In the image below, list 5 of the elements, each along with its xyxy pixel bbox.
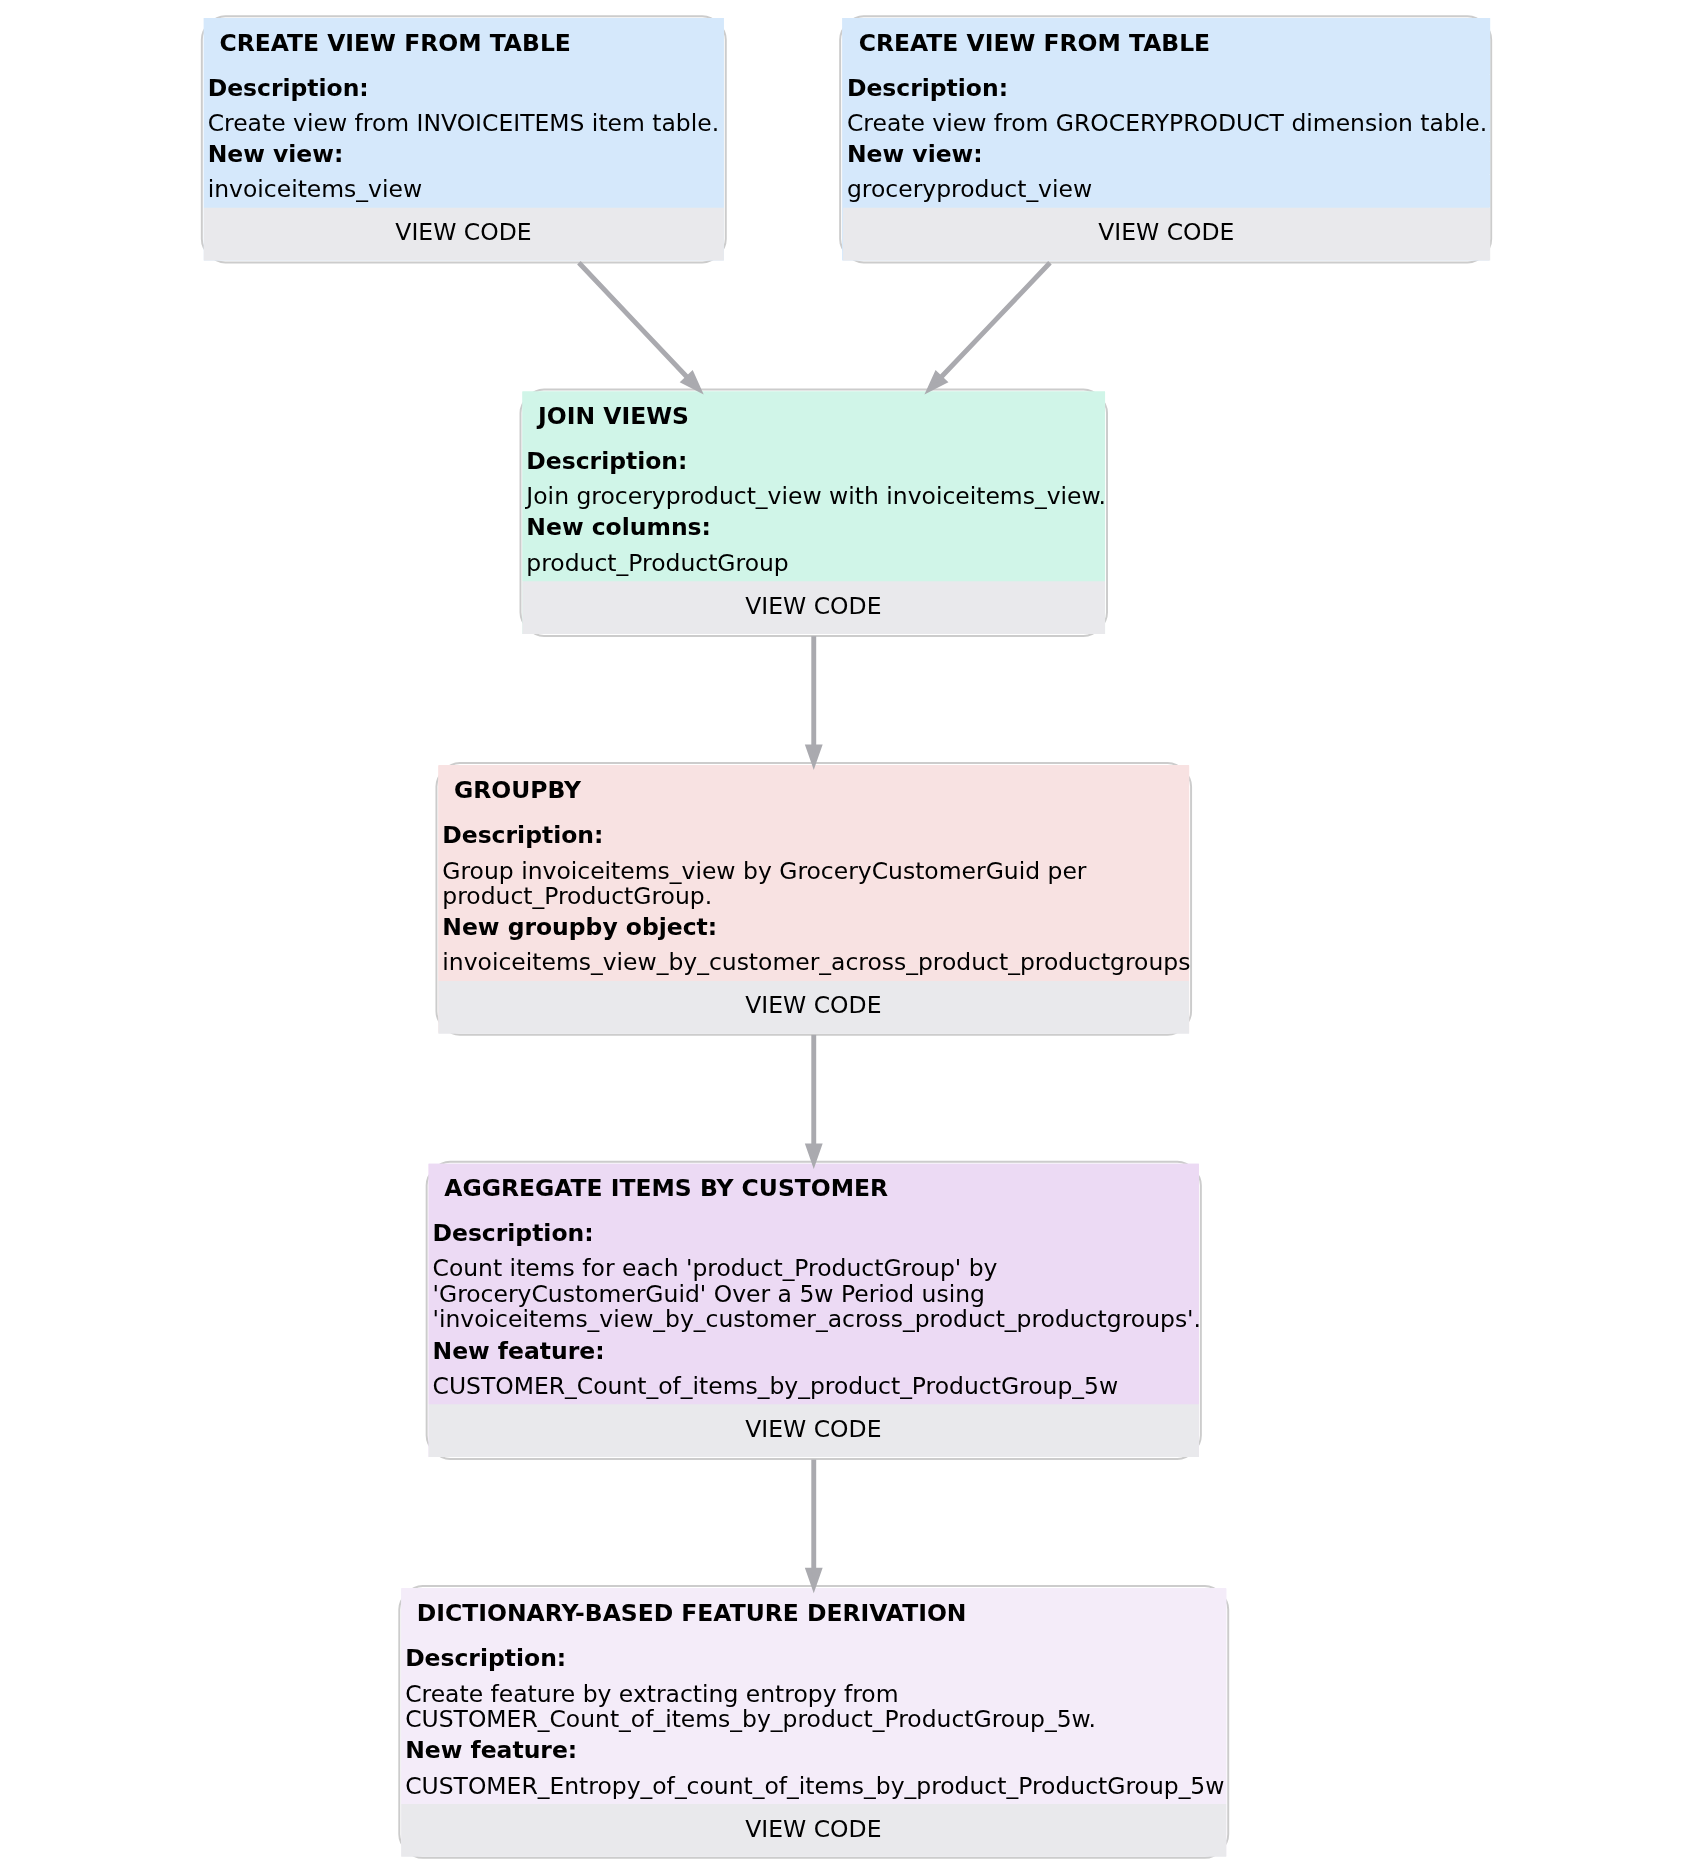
arrow — [576, 261, 704, 395]
arrow — [804, 1459, 823, 1594]
arrow — [804, 636, 823, 770]
arrow — [923, 261, 1052, 395]
arrow — [804, 1034, 823, 1170]
